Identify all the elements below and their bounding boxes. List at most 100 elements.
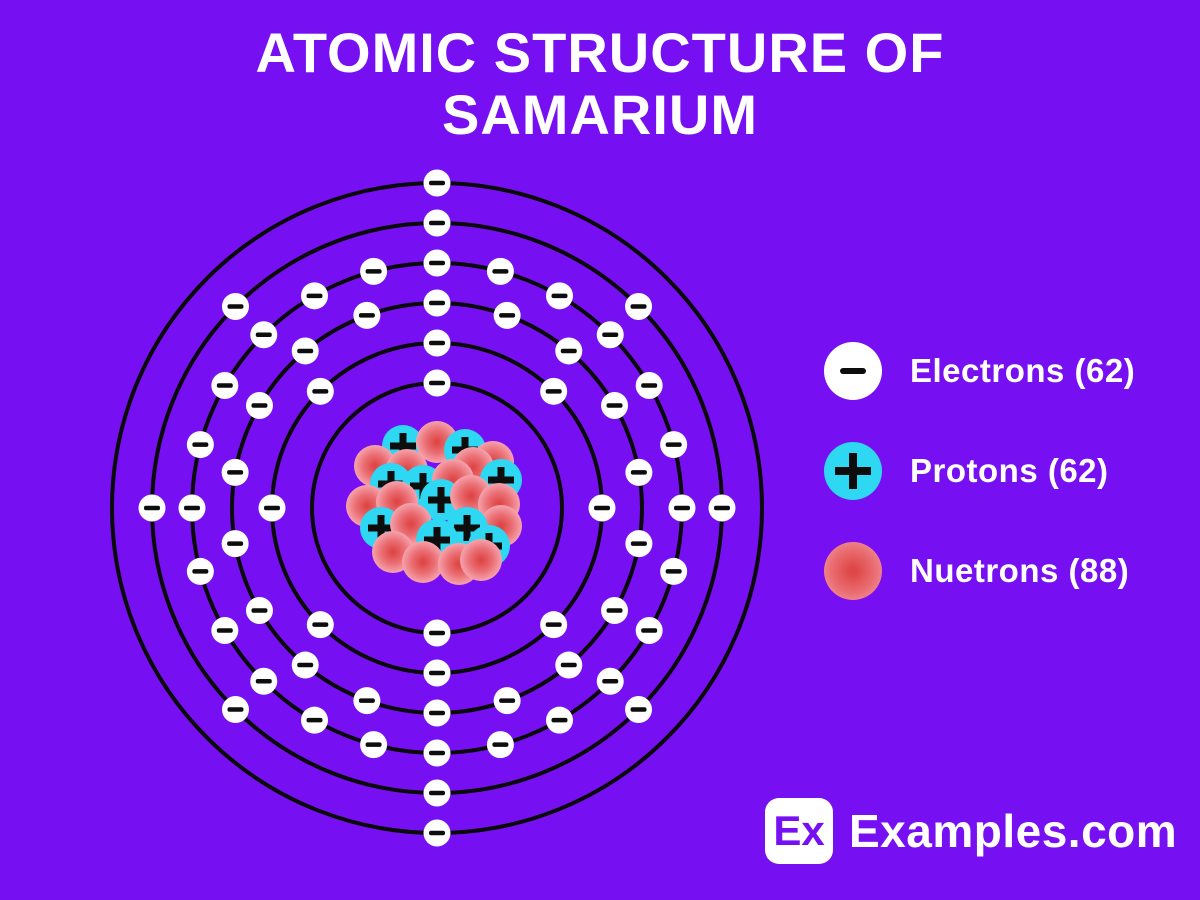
minus-icon bbox=[429, 340, 445, 346]
minus-icon bbox=[144, 505, 160, 511]
electron bbox=[486, 731, 514, 759]
minus-icon bbox=[227, 470, 244, 475]
minus-icon bbox=[594, 505, 610, 511]
minus-icon bbox=[429, 180, 445, 186]
minus-icon bbox=[255, 678, 272, 684]
electron bbox=[186, 431, 214, 459]
minus-icon bbox=[429, 220, 445, 226]
electron bbox=[353, 687, 381, 715]
minus-icon bbox=[429, 790, 445, 796]
electron bbox=[423, 289, 451, 317]
minus-icon bbox=[606, 403, 623, 408]
neutron-swatch-icon bbox=[824, 542, 882, 600]
minus-icon bbox=[251, 608, 268, 613]
minus-icon bbox=[714, 505, 730, 511]
examples-logo-icon: Ex bbox=[765, 798, 833, 864]
minus-icon bbox=[551, 717, 568, 723]
legend: Electrons (62) Protons (62) Nuetrons (88… bbox=[824, 342, 1135, 642]
minus-icon bbox=[429, 830, 445, 836]
electron bbox=[221, 696, 249, 724]
electron bbox=[178, 494, 206, 522]
electron bbox=[250, 321, 278, 349]
electron bbox=[423, 819, 451, 847]
shell-electrons-3 bbox=[221, 289, 653, 727]
minus-icon bbox=[665, 442, 682, 447]
minus-icon bbox=[429, 630, 445, 636]
minus-icon bbox=[429, 380, 445, 386]
minus-icon bbox=[264, 505, 280, 511]
electron bbox=[540, 377, 568, 405]
electron bbox=[245, 392, 273, 419]
plus-icon bbox=[497, 467, 505, 493]
electron bbox=[221, 458, 249, 486]
electron bbox=[635, 617, 663, 644]
electron bbox=[360, 731, 388, 759]
electron bbox=[360, 257, 388, 285]
electron bbox=[186, 557, 214, 585]
electron bbox=[660, 557, 688, 585]
shell-electrons-4 bbox=[178, 249, 696, 767]
minus-icon bbox=[492, 742, 509, 747]
minus-icon bbox=[641, 628, 658, 633]
shell-electrons-6 bbox=[423, 169, 451, 847]
minus-icon bbox=[365, 742, 382, 747]
minus-icon bbox=[358, 698, 375, 703]
proton-swatch-icon bbox=[824, 442, 882, 500]
electron bbox=[660, 431, 688, 459]
minus-icon bbox=[602, 332, 619, 338]
electron bbox=[423, 369, 451, 397]
electron bbox=[306, 611, 334, 639]
electron bbox=[423, 249, 451, 277]
minus-icon bbox=[492, 269, 509, 274]
electron bbox=[493, 301, 521, 329]
minus-icon bbox=[630, 304, 647, 309]
electron bbox=[486, 257, 514, 285]
electron bbox=[546, 706, 573, 734]
electron bbox=[555, 337, 583, 365]
minus-icon bbox=[630, 707, 647, 712]
electron-swatch-icon bbox=[824, 342, 882, 400]
minus-icon bbox=[665, 569, 682, 574]
legend-item-electrons: Electrons (62) bbox=[824, 342, 1135, 400]
minus-icon bbox=[606, 608, 623, 613]
minus-icon bbox=[429, 300, 445, 306]
title-line-1: ATOMIC STRUCTURE OF bbox=[255, 21, 945, 84]
minus-icon bbox=[251, 403, 268, 408]
shell-electrons-2 bbox=[258, 329, 616, 687]
minus-icon bbox=[184, 505, 200, 511]
legend-item-protons: Protons (62) bbox=[824, 442, 1135, 500]
electron bbox=[588, 494, 616, 522]
electron bbox=[668, 494, 696, 522]
electron bbox=[250, 667, 278, 695]
electron bbox=[423, 739, 451, 767]
neutron bbox=[402, 541, 444, 583]
electron bbox=[423, 659, 451, 687]
electron bbox=[211, 372, 239, 399]
electron bbox=[540, 611, 568, 639]
minus-icon bbox=[306, 293, 323, 299]
electron bbox=[353, 301, 381, 329]
electron bbox=[221, 530, 249, 558]
minus-icon bbox=[560, 662, 577, 668]
minus-icon bbox=[365, 269, 382, 274]
electron bbox=[596, 321, 624, 349]
legend-label-neutrons: Nuetrons (88) bbox=[910, 552, 1130, 589]
electron bbox=[258, 494, 286, 522]
minus-icon bbox=[227, 707, 244, 712]
electron bbox=[601, 597, 629, 624]
electron bbox=[423, 209, 451, 237]
plus-icon bbox=[433, 527, 441, 553]
minus-icon bbox=[216, 628, 233, 633]
minus-icon bbox=[227, 541, 244, 546]
electron bbox=[493, 687, 521, 715]
minus-icon bbox=[499, 313, 516, 318]
minus-icon bbox=[227, 304, 244, 309]
minus-icon bbox=[358, 313, 375, 318]
electron bbox=[635, 372, 663, 399]
electron bbox=[708, 494, 736, 522]
legend-label-protons: Protons (62) bbox=[910, 452, 1109, 489]
site-name: Examples.com bbox=[849, 805, 1178, 857]
minus-icon bbox=[429, 260, 445, 266]
